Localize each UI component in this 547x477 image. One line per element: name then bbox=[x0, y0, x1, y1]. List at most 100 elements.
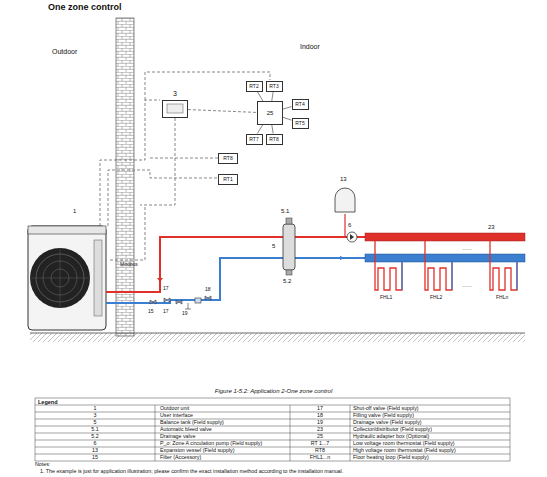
table-cell: 19 bbox=[317, 420, 323, 426]
user-interface-screen bbox=[167, 104, 183, 113]
thermostat-box: RT4 bbox=[292, 99, 309, 110]
ground-line bbox=[30, 333, 525, 334]
callout-number: 5 bbox=[272, 243, 275, 250]
thermostat-box: RT7 bbox=[246, 134, 263, 145]
callout-number: 5.1 bbox=[281, 208, 289, 215]
adapter-box: 25 bbox=[257, 101, 283, 125]
table-cell: 1 bbox=[94, 406, 97, 412]
table-cell: Collector/distributor (Field supply) bbox=[353, 427, 432, 433]
table-cell: 6 bbox=[94, 441, 97, 447]
table-cell: RT8 bbox=[315, 448, 325, 454]
flow-arrow bbox=[340, 256, 345, 260]
thermostat-box: RT1 bbox=[218, 174, 238, 185]
signal-wire bbox=[283, 117, 292, 120]
table-cell: 15 bbox=[92, 455, 98, 461]
callout-number: 23 bbox=[488, 224, 495, 231]
table-cell: Drainage valve bbox=[160, 434, 195, 440]
thermostat-box: RT3 bbox=[266, 81, 283, 92]
callout-number: 5.2 bbox=[283, 278, 291, 285]
signal-wire bbox=[188, 110, 257, 113]
callout-number: 19 bbox=[182, 311, 188, 317]
ellipsis: ····· bbox=[462, 283, 472, 290]
floor-heating-loops bbox=[375, 241, 517, 290]
table-cell: 3 bbox=[94, 413, 97, 419]
flow-arrow bbox=[157, 278, 163, 282]
table-cell: Filling valve (Field supply) bbox=[353, 413, 414, 419]
diagram-title: One zone control bbox=[48, 3, 122, 13]
region-label: Outdoor bbox=[52, 48, 77, 56]
table-cell: P_o: Zone A circulation pump (Field supp… bbox=[160, 441, 262, 447]
collector-distributor bbox=[365, 233, 525, 262]
node-label: RT8 bbox=[223, 155, 232, 161]
hydraulic-pipes bbox=[106, 214, 365, 303]
notes-heading: Notes: bbox=[35, 462, 50, 468]
table-cell: Expansion vessel (Field supply) bbox=[160, 448, 235, 454]
callout-number: 6 bbox=[348, 222, 351, 229]
table-cell: High voltage room thermostat (Field supp… bbox=[353, 448, 456, 454]
thermostat-box: RT5 bbox=[292, 118, 309, 129]
valves bbox=[150, 296, 211, 309]
node-label: 25 bbox=[267, 110, 274, 116]
table-cell: Filter (Accessory) bbox=[160, 455, 201, 461]
signal-wire bbox=[257, 125, 262, 134]
bus-label: Modbus bbox=[120, 262, 138, 268]
signal-wire bbox=[272, 92, 273, 102]
node-label: RT4 bbox=[295, 101, 304, 107]
signal-wire bbox=[283, 107, 292, 110]
signal-wire bbox=[272, 125, 273, 134]
node-label: RT2 bbox=[249, 83, 258, 89]
table-cell: FHL1...n bbox=[310, 455, 330, 461]
outdoor-unit bbox=[28, 226, 106, 330]
ellipsis: ····· bbox=[462, 246, 472, 253]
region-label: Indoor bbox=[300, 43, 320, 51]
table-cell: 5.1 bbox=[91, 427, 98, 433]
callout-number: 17 bbox=[163, 286, 169, 292]
table-cell: Low voltage room thermostat (Field suppl… bbox=[353, 441, 455, 447]
thermostat-box: RT8 bbox=[266, 134, 283, 145]
circulation-pump bbox=[347, 232, 357, 242]
ground-hatch bbox=[30, 333, 525, 342]
table-cell: Floor heating loop (Field supply) bbox=[353, 455, 429, 461]
loop-label: FHL2 bbox=[430, 295, 442, 301]
node-label: RT5 bbox=[295, 120, 304, 126]
thermostat-box: RT2 bbox=[246, 81, 263, 92]
table-cell: Automatic bleed valve bbox=[160, 427, 212, 433]
table-cell: Outdoor unit bbox=[160, 406, 189, 412]
callout-number: 18 bbox=[205, 287, 211, 293]
node-label: RT1 bbox=[223, 176, 232, 182]
expansion-vessel bbox=[335, 188, 355, 212]
node-label: RT7 bbox=[249, 136, 258, 142]
loop-label: FHL1 bbox=[380, 295, 392, 301]
table-header: Legend bbox=[38, 399, 58, 405]
brick-wall bbox=[116, 18, 134, 336]
signal-wire bbox=[257, 92, 263, 102]
loop-label: FHLn bbox=[496, 295, 508, 301]
callout-number: 1 bbox=[73, 208, 76, 215]
thermostat-box: RT8 bbox=[218, 153, 238, 164]
callout-number: 13 bbox=[340, 176, 347, 183]
table-cell: 13 bbox=[92, 448, 98, 454]
table-cell: Drainage valve (Field supply) bbox=[353, 420, 422, 426]
table-cell: User interface bbox=[160, 413, 193, 419]
node-label: RT3 bbox=[269, 83, 278, 89]
control-wiring bbox=[100, 72, 270, 260]
table-cell: Shut-off valve (Field supply) bbox=[353, 406, 419, 412]
note-text: 1. The example is just for application i… bbox=[40, 469, 343, 475]
callout-number: 15 bbox=[148, 309, 154, 315]
table-cell: Balance tank (Field supply) bbox=[160, 420, 224, 426]
node-label: RT8 bbox=[269, 136, 278, 142]
balance-tank bbox=[283, 218, 295, 275]
table-cell: RT 1...7 bbox=[311, 441, 330, 447]
table-cell: 18 bbox=[317, 413, 323, 419]
table-cell: 5 bbox=[94, 420, 97, 426]
table-cell: 5.2 bbox=[91, 434, 98, 440]
table-cell: 23 bbox=[317, 427, 323, 433]
table-cell: 17 bbox=[317, 406, 323, 412]
callout-number: 17 bbox=[163, 309, 169, 315]
user-interface-box: 3 bbox=[162, 100, 188, 118]
table-cell: Hydraulic adapter box (Optional) bbox=[353, 434, 429, 440]
table-cell: 25 bbox=[317, 434, 323, 440]
legend-table-grid bbox=[35, 398, 510, 461]
